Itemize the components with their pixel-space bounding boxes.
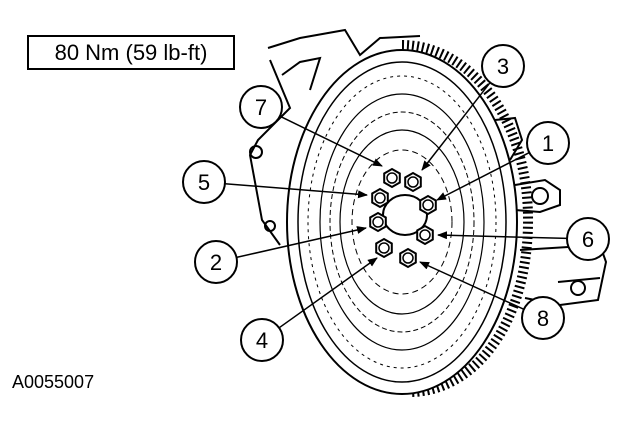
flywheel-bolt-4	[375, 237, 393, 259]
bolt-group	[369, 167, 437, 269]
callout-3: 3	[421, 44, 525, 171]
callout-arrow	[421, 82, 491, 171]
callout-circle	[481, 44, 525, 88]
callout-5: 5	[182, 160, 368, 204]
callout-group: 1 2 3 4 5 6 7 8	[182, 44, 610, 362]
callout-arrow	[437, 231, 568, 240]
callout-circle	[239, 85, 283, 129]
callout-number: 5	[198, 170, 210, 195]
flywheel-bolt-3	[404, 171, 422, 193]
flywheel-bolt-2	[369, 211, 387, 233]
figure-id: A0055007	[12, 372, 95, 392]
callout-number: 3	[497, 54, 509, 79]
callout-number: 7	[255, 95, 267, 120]
callout-arrow	[419, 261, 525, 310]
callout-number: 8	[537, 306, 549, 331]
callout-arrow	[224, 182, 368, 199]
flywheel-bolt-5	[371, 187, 389, 209]
callout-number: 2	[210, 250, 222, 275]
callout-arrow	[236, 226, 367, 259]
callout-arrow	[278, 257, 378, 329]
callout-number: 1	[542, 131, 554, 156]
torque-spec-label: 80 Nm (59 lb-ft)	[27, 35, 235, 70]
callout-2: 2	[194, 226, 367, 284]
callout-circle	[526, 121, 570, 165]
flywheel-bolt-7	[383, 167, 401, 189]
callout-number: 4	[256, 328, 268, 353]
flywheel-bolt-8	[399, 247, 417, 269]
callout-1: 1	[436, 121, 570, 201]
callout-7: 7	[239, 85, 383, 167]
callout-8: 8	[419, 261, 565, 340]
flywheel-bolt-6	[416, 224, 434, 246]
callout-circle	[194, 240, 238, 284]
callout-circle	[566, 217, 610, 261]
callout-circle	[521, 296, 565, 340]
callout-arrow	[436, 151, 530, 201]
flywheel	[286, 40, 534, 397]
callout-number: 6	[582, 227, 594, 252]
callout-6: 6	[437, 217, 610, 261]
callout-arrow	[279, 115, 383, 167]
callout-circle	[182, 160, 226, 204]
callout-circle	[240, 318, 284, 362]
callout-4: 4	[240, 257, 378, 362]
flywheel-bolt-1	[419, 194, 437, 216]
